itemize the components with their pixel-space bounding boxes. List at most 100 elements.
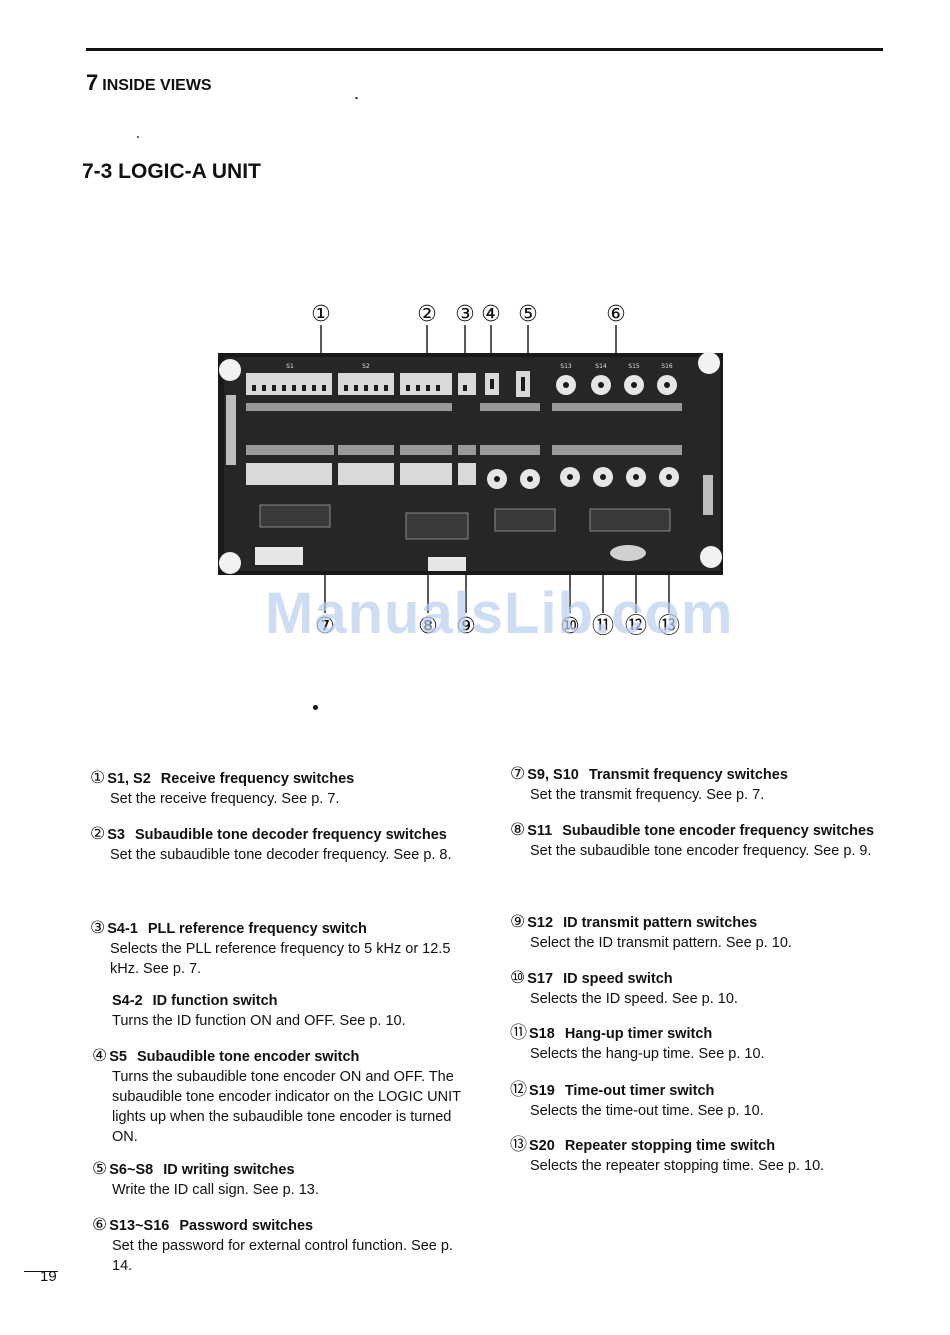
scan-speck (355, 97, 358, 99)
scan-speck (313, 705, 318, 710)
item-desc: Write the ID call sign. See p. 13. (112, 1182, 319, 1198)
section-number: 7 (86, 70, 99, 95)
page-number-rule (24, 1271, 58, 1272)
circuit-board-illustration: ① ② ③ ④ ⑤ ⑥ ⑦ ⑧ ⑨ ⑩ ⑪ ⑫ ⑬ S1 S2 S13 S14 … (218, 302, 723, 639)
item-title: Receive frequency switches (160, 771, 355, 787)
scan-speck (137, 136, 139, 138)
item-title: ID speed switch (563, 971, 673, 987)
page-number: 19 (40, 1268, 57, 1285)
item-number: ① (90, 768, 106, 787)
item-desc: Selects the ID speed. See p. 10. (530, 991, 738, 1007)
item-number: ④ (92, 1046, 108, 1065)
item-desc: Selects the hang-up time. See p. 10. (530, 1046, 765, 1062)
item-title: Hang-up timer switch (564, 1026, 713, 1042)
item-title: Repeater stopping time switch (564, 1138, 776, 1154)
callout-6: ⑥ (606, 302, 626, 327)
callout-4: ④ (481, 302, 501, 327)
item-desc: Selects the PLL reference frequency to 5… (110, 941, 451, 977)
item-title: Subaudible tone encoder switch (137, 1049, 360, 1065)
board-label-s15: S15 (628, 363, 640, 370)
callout-11: ⑪ (592, 614, 614, 639)
item-id: S20 (529, 1138, 555, 1154)
item-number: ② (90, 824, 106, 843)
callout-12: ⑫ (625, 614, 647, 639)
item-desc: Turns the subaudible tone encoder ON and… (112, 1069, 461, 1145)
section-title: INSIDE VIEWS (102, 77, 212, 94)
item-desc: Set the password for external control fu… (112, 1238, 453, 1274)
item-desc: Set the subaudible tone encoder frequenc… (530, 843, 872, 859)
callout-1: ① (311, 302, 331, 327)
item-number: ⑩ (510, 968, 526, 987)
item-title: PLL reference frequency switch (147, 921, 367, 937)
item-id: S12 (527, 915, 554, 931)
item-id: S11 (527, 823, 553, 839)
item-number: ⑦ (510, 764, 526, 783)
item-desc: Set the subaudible tone decoder frequenc… (110, 847, 452, 863)
item-desc: Turns the ID function ON and OFF. See p.… (112, 1013, 406, 1029)
callout-13: ⑬ (658, 614, 680, 639)
callout-10: ⑩ (560, 614, 580, 639)
board-label-s2: S2 (362, 363, 370, 370)
item-desc: Set the transmit frequency. See p. 7. (530, 787, 765, 803)
item-desc: Set the receive frequency. See p. 7. (110, 791, 340, 807)
item-title: Transmit frequency switches (588, 767, 788, 783)
item-s4-2: S4-2 ID function switch Turns the ID func… (92, 991, 472, 1031)
item-id: S9, S10 (527, 767, 579, 783)
item-id: S19 (529, 1083, 555, 1099)
watermark: ManualsLib.com (265, 581, 734, 646)
item-title: ID writing switches (163, 1162, 295, 1178)
callout-2: ② (417, 302, 437, 327)
callout-8: ⑧ (418, 614, 438, 639)
item-number: ③ (90, 918, 106, 937)
item-number: ⑫ (510, 1080, 527, 1099)
board-label-s14: S14 (595, 363, 607, 370)
item-title: ID transmit pattern switches (563, 915, 758, 931)
item-id: S4-2 (112, 993, 143, 1009)
item-id: S18 (529, 1026, 555, 1042)
item-desc: Selects the time-out time. See p. 10. (530, 1103, 764, 1119)
item-id: S6~S8 (109, 1162, 154, 1178)
item-number: ⑨ (510, 912, 526, 931)
callout-9: ⑨ (456, 614, 476, 639)
item-title: Subaudible tone encoder frequency switch… (562, 823, 875, 839)
callout-7: ⑦ (315, 614, 335, 639)
item-id: S5 (109, 1049, 127, 1065)
board-label-s1: S1 (286, 363, 294, 370)
item-id: S3 (107, 827, 125, 843)
callout-3: ③ (455, 302, 475, 327)
item-title: Subaudible tone decoder frequency switch… (135, 827, 447, 843)
item-desc: Selects the repeater stopping time. See … (530, 1158, 825, 1174)
logic-a-unit-figure: ① ② ③ ④ ⑤ ⑥ ⑦ ⑧ ⑨ ⑩ ⑪ ⑫ ⑬ S1 S2 S13 S14 … (210, 295, 750, 655)
item-number: ⑪ (510, 1023, 527, 1042)
item-id: S4-1 (107, 921, 138, 937)
page-title: 7-3 LOGIC-A UNIT (82, 160, 261, 183)
item-number: ⑥ (92, 1215, 108, 1234)
header-rule (86, 48, 883, 51)
item-id: S13~S16 (109, 1218, 170, 1234)
board-label-s13: S13 (560, 363, 572, 370)
callout-5: ⑤ (518, 302, 538, 327)
item-title: Password switches (179, 1218, 314, 1234)
item-number: ⑬ (510, 1135, 527, 1154)
item-id: S1, S2 (107, 771, 151, 787)
item-number: ⑧ (510, 820, 526, 839)
board-label-s16: S16 (661, 363, 673, 370)
item-title: ID function switch (152, 993, 278, 1009)
item-desc: Select the ID transmit pattern. See p. 1… (530, 935, 792, 951)
item-number: ⑤ (92, 1159, 108, 1178)
item-title: Time-out timer switch (564, 1083, 715, 1099)
